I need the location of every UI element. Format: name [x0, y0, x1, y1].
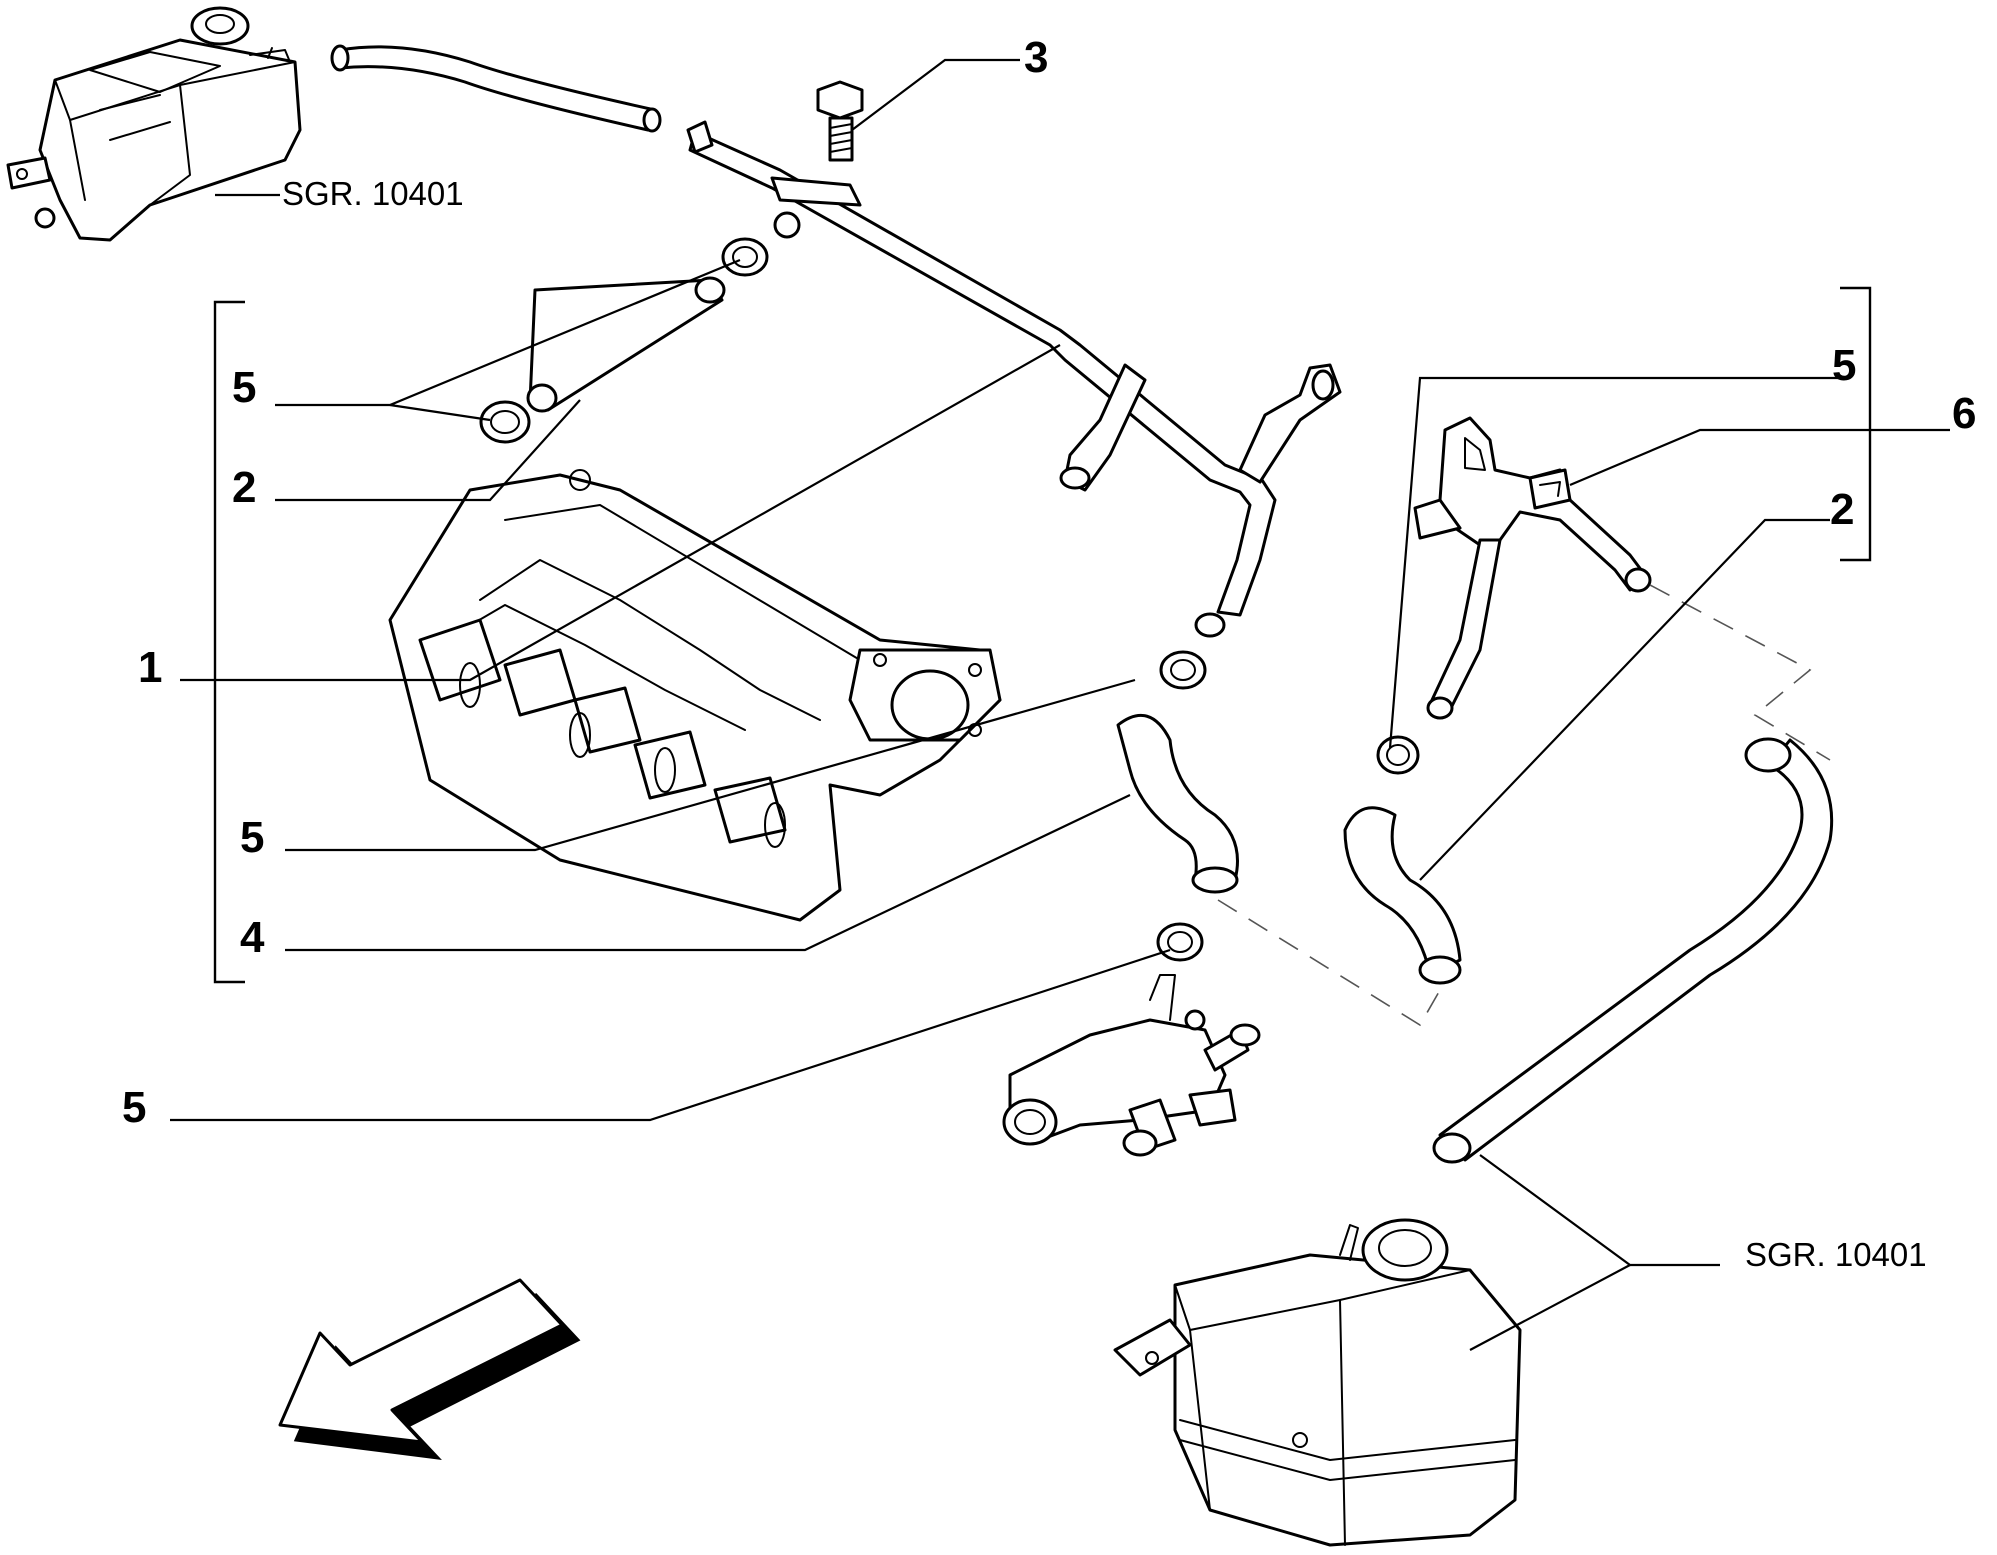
- curved-hose-right: [1343, 806, 1462, 985]
- pipe-bracket-assembly: [1413, 416, 1652, 720]
- thermostat-housing: [1002, 974, 1261, 1157]
- hose-clamp-4: [1156, 922, 1204, 962]
- callout-2-left: 2: [232, 463, 256, 512]
- leader-lines: [170, 58, 1950, 1351]
- callout-5-bottom-left: 5: [122, 1083, 146, 1132]
- upper-hose: [330, 44, 662, 133]
- reference-label-bottom: SGR. 10401: [1745, 1236, 1927, 1273]
- reference-label-top: SGR. 10401: [282, 175, 464, 212]
- callout-5-right: 5: [1832, 341, 1856, 390]
- callout-1: 1: [138, 643, 162, 692]
- direction-arrow: [278, 1278, 581, 1461]
- expansion-tank-bottom: [1113, 1218, 1522, 1547]
- callout-4: 4: [240, 913, 265, 962]
- curved-hose-4: [1116, 714, 1239, 894]
- callout-5-middle-left: 5: [240, 813, 264, 862]
- intake-manifold: [388, 469, 1002, 922]
- callout-5-upper-left: 5: [232, 363, 256, 412]
- straight-hose-left: [526, 276, 726, 413]
- group-bracket-left: [213, 300, 245, 984]
- callout-6: 6: [1952, 389, 1976, 438]
- bolt: [816, 80, 864, 162]
- alignment-lines: [1217, 584, 1831, 1027]
- hose-clamp-5: [1376, 735, 1420, 775]
- group-bracket-right: [1840, 286, 1872, 562]
- hose-clamp-2: [479, 400, 531, 444]
- hose-clamp-3: [1159, 650, 1207, 690]
- callout-2-right: 2: [1830, 485, 1854, 534]
- hose-clamp-1: [721, 237, 769, 277]
- long-hose-lower-right: [1432, 737, 1834, 1164]
- expansion-tank-top: [6, 6, 302, 242]
- callout-3: 3: [1024, 33, 1048, 82]
- metal-coolant-pipe: [686, 120, 1342, 638]
